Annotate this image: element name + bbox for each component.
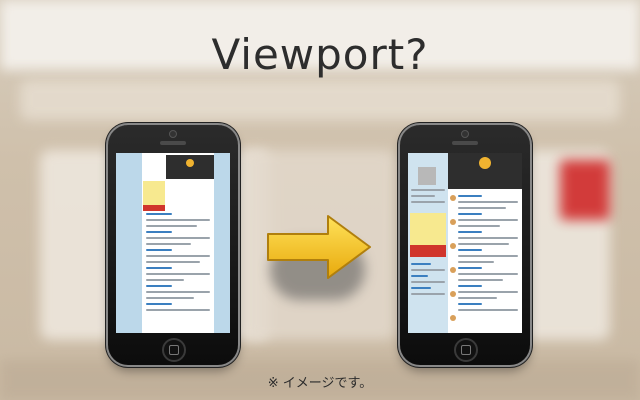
promo-banner-red — [143, 205, 165, 211]
profile-header — [448, 153, 522, 189]
bg-red-block — [560, 160, 610, 220]
timeline — [448, 189, 522, 333]
tweet-avatar — [450, 291, 456, 297]
tweet-avatar — [450, 219, 456, 225]
tweet-avatar — [450, 243, 456, 249]
home-button-icon[interactable] — [454, 338, 478, 362]
bg-browser-top — [0, 0, 640, 70]
phone-before — [108, 125, 238, 365]
phone-after — [400, 125, 530, 365]
speaker-grille — [160, 141, 186, 145]
timeline-lines — [146, 213, 210, 315]
tweet-avatar — [450, 267, 456, 273]
slide-title: Viewport? — [211, 30, 429, 79]
avatar-thumb — [418, 167, 436, 185]
right-arrow-icon — [267, 215, 371, 279]
bg-band — [20, 80, 620, 120]
footnote: ※ イメージです。 — [267, 376, 373, 391]
bg-dock — [0, 360, 640, 400]
sidebar-lines-2 — [411, 263, 445, 299]
camera-icon — [461, 130, 469, 138]
logo-icon — [479, 157, 491, 169]
tweet-avatar — [450, 195, 456, 201]
phone-screen-before — [116, 153, 230, 333]
promo-banner — [143, 181, 165, 205]
speaker-grille — [452, 141, 478, 145]
screen-side-bg-left — [116, 153, 142, 333]
timeline-lines — [458, 195, 518, 315]
logo-icon — [186, 159, 194, 167]
sidebar-lines — [411, 189, 445, 207]
screen-page — [142, 153, 214, 333]
home-button-icon[interactable] — [162, 338, 186, 362]
promo-banner — [410, 213, 446, 245]
tweet-avatar — [450, 315, 456, 321]
screen-sidebar — [408, 153, 448, 333]
screen-side-bg-right — [214, 153, 230, 333]
camera-icon — [169, 130, 177, 138]
phone-screen-after — [408, 153, 522, 333]
promo-banner-red — [410, 245, 446, 257]
profile-header — [166, 155, 214, 179]
